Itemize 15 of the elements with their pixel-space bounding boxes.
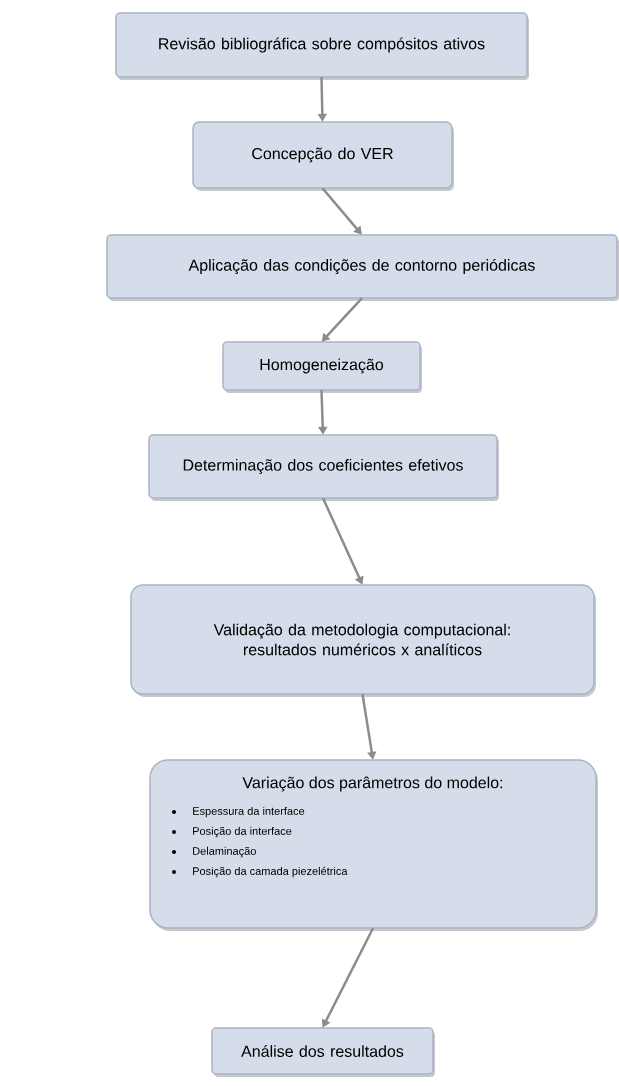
bullet-item: Posição da interface [172,826,292,838]
process-box: Determinação dos coeficientes efetivos [148,434,499,501]
arrow [321,187,362,235]
process-box: Concepção do VER [192,121,454,191]
bullet-item: Delaminação [172,846,256,858]
process-box: Homogeneização [222,341,422,393]
bullet-item: Espessura da interface [172,806,305,818]
process-box: Aplicação das condições de contorno periódicas [106,234,619,301]
bullet-item: Posição da camada piezelétrica [172,866,348,878]
process-box: Análise dos resultados [211,1027,435,1077]
heading: Variação dos parâmetros do modelo: [242,776,503,792]
process-box [149,759,598,931]
process-box: Revisão bibliográfica sobre compósitos ativos [115,12,529,80]
process-box: Validação da metodologia computacional: resultados numéricos x analíticos [130,584,596,697]
arrow [321,297,363,342]
